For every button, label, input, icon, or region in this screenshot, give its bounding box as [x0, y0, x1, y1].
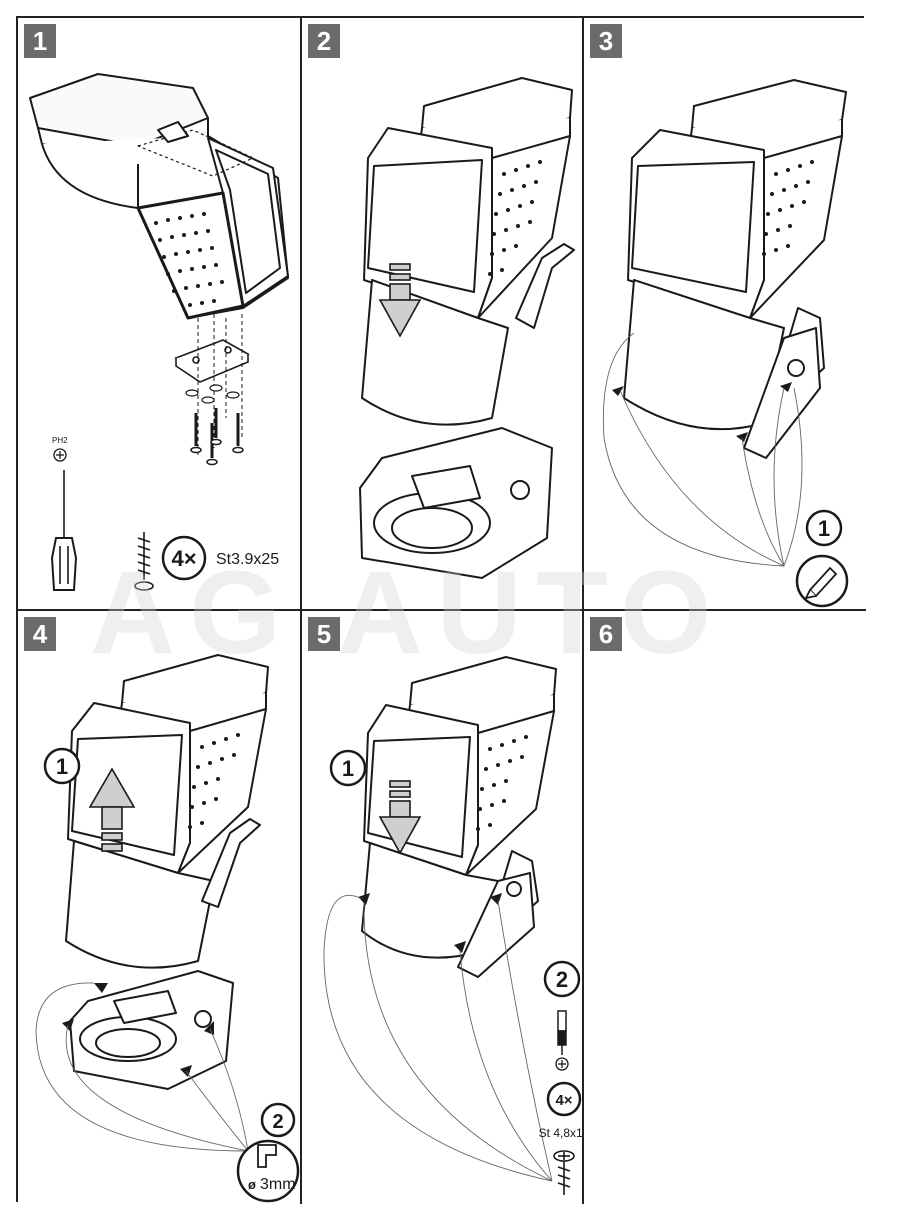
- armrest-drill-illustration: 1 2 ø 3mm: [35, 654, 300, 1203]
- callout-circle-2: [260, 1102, 296, 1138]
- callout-number: 1: [342, 756, 354, 781]
- step-panel-4: 4: [18, 611, 302, 1204]
- callout-number: 1: [56, 754, 68, 779]
- step-panel-6: 6: [584, 611, 866, 1204]
- mounting-screws: [194, 408, 240, 458]
- step-number-badge: 2: [308, 24, 340, 58]
- step-number-badge: 3: [590, 24, 622, 58]
- quantity-circle: [546, 1081, 582, 1117]
- armrest-slide-illustration: [359, 77, 575, 579]
- instruction-sheet: 1: [16, 16, 866, 1204]
- callout-circle-1: [329, 749, 367, 787]
- screw-size-label: St3.9x25: [216, 551, 279, 568]
- ph2-label: PH2: [52, 436, 68, 445]
- quantity-circle: [161, 535, 207, 581]
- callout-leader-lines: [602, 332, 803, 567]
- marker-pen-icon: [795, 554, 849, 608]
- armrest-screw-illustration: 1 2: [323, 656, 584, 1195]
- callout-number: 2: [556, 967, 568, 992]
- armrest-exploded-illustration: PH2 4× St3.9x25: [29, 73, 289, 591]
- screw-icon: [134, 532, 154, 591]
- perforation-dots: [154, 212, 224, 307]
- slide-down-arrow: [378, 780, 422, 855]
- callout-circle-1: [43, 747, 81, 785]
- step-panel-5: 5: [302, 611, 584, 1204]
- drill-size-label: 3mm: [260, 1176, 296, 1193]
- callout-circle-1: [805, 509, 843, 547]
- step-number-badge: 4: [24, 617, 56, 651]
- mark-point-arrows: [612, 382, 792, 442]
- callout-circle-2: [543, 960, 581, 998]
- step-number-badge: 6: [590, 617, 622, 651]
- screwdriver-icon: [50, 470, 78, 591]
- step-panel-2: 2: [302, 18, 584, 611]
- screw-count: 4×: [171, 546, 196, 571]
- phillips-head-icon: [53, 448, 67, 462]
- phillips-head-icon: [555, 1057, 569, 1071]
- slide-down-arrow: [378, 263, 422, 338]
- callout-number: 2: [272, 1111, 283, 1133]
- washers: [185, 384, 240, 404]
- step-number-badge: 1: [24, 24, 56, 58]
- mounting-bracket: [174, 339, 250, 383]
- callout-number: 1: [818, 516, 830, 541]
- step-panel-1: 1: [18, 18, 302, 611]
- screw-count: 4×: [555, 1092, 572, 1109]
- screw-icon: [553, 1150, 575, 1195]
- callout-leader-lines: [35, 982, 249, 1152]
- armrest-mark-illustration: 1: [602, 79, 849, 608]
- drill-bit-icon: [236, 1139, 300, 1203]
- callout-leader-lines: [323, 894, 553, 1182]
- slide-up-arrow: [88, 767, 136, 852]
- screw-point-arrows: [358, 893, 502, 953]
- step-number-badge: 5: [308, 617, 340, 651]
- screwdriver-icon: [557, 1010, 567, 1055]
- diameter-symbol: ø: [248, 1177, 256, 1192]
- step-panel-3: 3: [584, 18, 866, 611]
